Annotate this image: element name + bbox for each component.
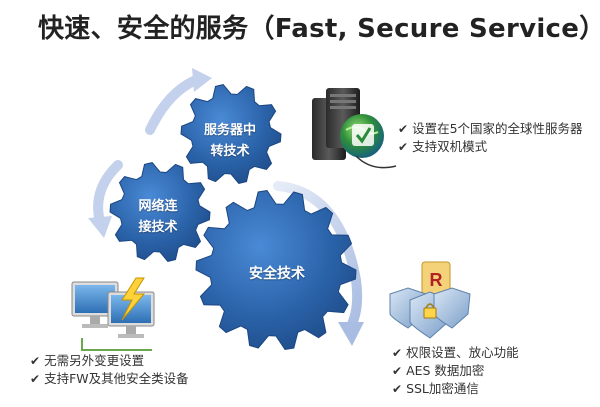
- list-item: ✔支持双机模式: [398, 138, 583, 156]
- list-item-text: AES 数据加密: [406, 363, 485, 378]
- list-item: ✔AES 数据加密: [392, 362, 519, 380]
- check-icon: ✔: [30, 354, 41, 368]
- list-item: ✔SSL加密通信: [392, 380, 519, 398]
- check-icon: ✔: [398, 122, 409, 136]
- list-item-text: 无需另外变更设置: [44, 353, 145, 368]
- gear-relay: [180, 84, 282, 184]
- gear-security: [195, 189, 357, 351]
- gear-network: [109, 162, 211, 262]
- list-item: ✔设置在5个国家的全球性服务器: [398, 120, 583, 138]
- server-feature-list: ✔设置在5个国家的全球性服务器 ✔支持双机模式: [398, 120, 583, 156]
- arrow-top: [145, 75, 201, 135]
- arrow-right-head: [338, 322, 364, 346]
- check-icon: ✔: [392, 382, 403, 396]
- check-icon: ✔: [30, 372, 41, 386]
- list-item: ✔无需另外变更设置: [30, 352, 189, 370]
- gear-label-network: 网络连 接技术: [138, 199, 178, 235]
- list-item: ✔权限设置、放心功能: [392, 344, 519, 362]
- cycle-arrows: [88, 68, 364, 346]
- list-item-text: SSL加密通信: [406, 381, 479, 396]
- gear-group: [109, 84, 357, 351]
- list-item: ✔支持FW及其他安全类设备: [30, 370, 189, 388]
- list-item-text: 权限设置、放心功能: [406, 345, 519, 360]
- security-feature-list: ✔权限设置、放心功能 ✔AES 数据加密 ✔SSL加密通信: [392, 344, 519, 398]
- arrow-left-head: [88, 216, 112, 238]
- pc-feature-list: ✔无需另外变更设置 ✔支持FW及其他安全类设备: [30, 352, 189, 388]
- arrow-left: [93, 160, 123, 227]
- check-icon: ✔: [392, 364, 403, 378]
- check-icon: ✔: [392, 346, 403, 360]
- check-icon: ✔: [398, 140, 409, 154]
- list-item-text: 支持双机模式: [412, 139, 488, 154]
- shield-cluster-icon: R: [389, 261, 471, 339]
- page-title: 快速、安全的服务（Fast, Secure Service）: [38, 14, 600, 44]
- server-globe-icon: [312, 88, 397, 169]
- arrow-top-head: [192, 68, 212, 92]
- monitor-lightning-icon: [71, 277, 155, 351]
- list-item-text: 支持FW及其他安全类设备: [44, 371, 189, 386]
- arrow-right: [273, 181, 363, 333]
- svg-text:R: R: [430, 270, 443, 290]
- list-item-text: 设置在5个国家的全球性服务器: [412, 121, 583, 136]
- gear-label-relay: 服务器中 转技术: [203, 123, 256, 159]
- gear-label-security: 安全技术: [249, 266, 305, 282]
